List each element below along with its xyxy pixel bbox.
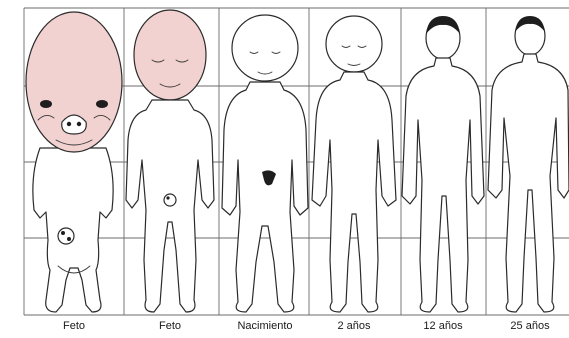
head [326,16,382,72]
label-feto-2: Feto [159,320,181,332]
figure-nacimiento [222,15,308,312]
label-feto-1: Feto [63,320,85,332]
figure-12-anos [402,16,484,312]
label-nacimiento: Nacimiento [237,320,292,332]
figure-feto-1 [26,12,122,312]
head [134,10,206,100]
label-2-anos: 2 años [337,320,371,332]
figure-feto-2 [126,10,214,312]
figure-25-anos [488,16,569,312]
figure-2-anos [312,16,396,312]
label-12-anos: 12 años [423,320,463,332]
label-25-anos: 25 años [510,320,550,332]
head [232,15,298,81]
